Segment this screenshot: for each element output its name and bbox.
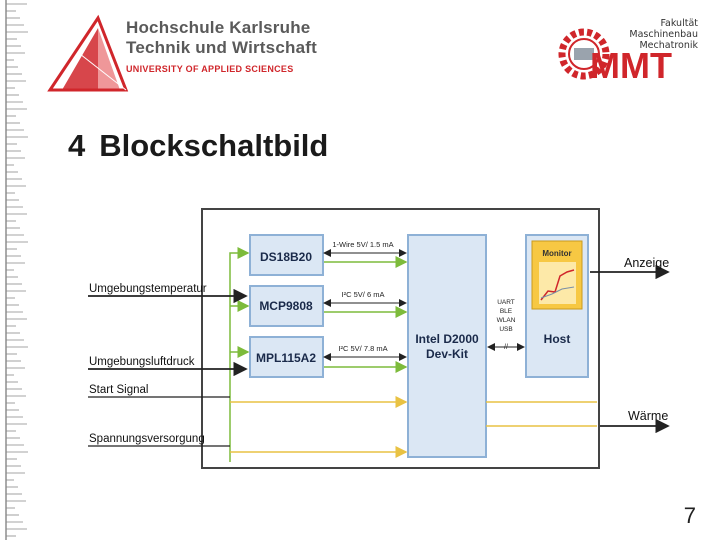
faculty-line-1: Fakultät [660,18,698,29]
slide-title: 4 Blockschaltbild [68,128,328,164]
interface-ble: BLE [500,308,513,315]
interface-mark: // [504,344,508,351]
output-label-display: Anzeige [624,256,669,270]
decorative-edge [5,0,28,540]
input-label-start: Start Signal [89,384,148,396]
faculty-logo-text: MMT [590,45,672,86]
sensor-mpl115a2: MPL115A2 [249,336,324,378]
block-diagram: DS18B20 MCP9808 MPL115A2 Intel D2000 Dev… [88,208,670,469]
faculty-line-2: Maschinenbau [629,29,698,40]
faculty-line-3: Mechatronik [639,40,698,51]
faculty-logo: MMT [558,28,672,86]
power-wire-ds18b20 [229,247,250,462]
output-label-heat: Wärme [628,409,668,423]
interface-uart: UART [497,299,515,306]
monitor-label: Monitor [542,249,571,258]
page-number: 7 [683,503,696,528]
board-label-line-1: Intel D2000 [415,332,479,346]
monitor-graph-line [540,269,575,301]
input-label-supply: Spannungsversorgung [89,433,205,445]
faculty-name: Fakultät Maschinenbau Mechatronik [629,18,698,51]
host-label: Host [544,332,571,346]
university-logo [47,14,129,92]
sensor-ds18b20: DS18B20 [249,234,324,276]
board-intel-d2000: Intel D2000 Dev-Kit [407,234,487,458]
host-block: Monitor Host [525,234,589,378]
university-line-1: Hochschule Karlsruhe [126,18,311,37]
monitor-graph-line-2 [540,286,575,299]
interface-wlan: WLAN [497,317,516,324]
section-number: 4 [68,128,86,163]
interface-usb: USB [499,326,512,333]
university-name: Hochschule Karlsruhe Technik und Wirtsch… [126,18,317,74]
university-line-3: UNIVERSITY OF APPLIED SCIENCES [126,64,294,74]
input-label-temperature: Umgebungstemperatur [89,283,207,295]
sensor-ds18b20-label: DS18B20 [260,250,312,264]
university-line-2: Technik und Wirtschaft [126,38,317,57]
sensor-mpl115a2-label: MPL115A2 [256,351,316,365]
bus-label-mcp9808: I²C 5V/ 6 mA [342,290,385,299]
bus-label-mpl115a2: I²C 5V/ 7.8 mA [338,344,387,353]
bus-label-ds18b20: 1-Wire 5V/ 1.5 mA [332,240,393,249]
board-label-line-2: Dev-Kit [426,347,468,361]
section-title: Blockschaltbild [99,128,329,163]
input-label-pressure: Umgebungsluftdruck [89,356,195,368]
sensor-mcp9808-label: MCP9808 [259,299,313,313]
sensor-mcp9808: MCP9808 [249,285,324,327]
